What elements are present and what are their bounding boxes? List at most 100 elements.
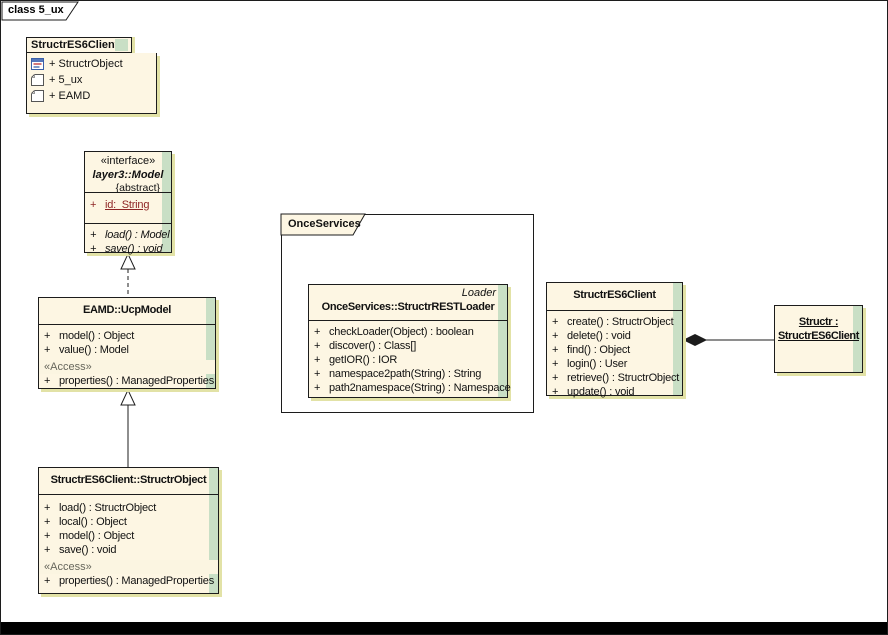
- operation-signature: model() : Object: [59, 330, 135, 342]
- visibility: +: [44, 344, 51, 356]
- operation-signature: find() : Object: [567, 344, 631, 356]
- package-structres6client-tab[interactable]: StructrES6Client: [26, 37, 132, 53]
- operation-signature: retrieve() : StructrObject: [567, 372, 680, 384]
- operation-signature: value() : Model: [59, 344, 129, 356]
- operation-signature: checkLoader(Object) : boolean: [329, 326, 474, 338]
- operation-row: + discover() : Class[]: [309, 339, 507, 353]
- operation-signature: namespace2path(String) : String: [329, 368, 482, 380]
- operation-row: + load() : Model: [85, 228, 171, 242]
- operation-row: + local() : Object: [39, 515, 218, 529]
- operation-signature: getIOR() : IOR: [329, 354, 398, 366]
- operation-signature: discover() : Class[]: [329, 340, 417, 352]
- instance-name-line2: StructrES6Client: [777, 330, 859, 342]
- operation-signature: properties() : ManagedProperties: [59, 375, 215, 387]
- visibility: +: [314, 326, 321, 338]
- box-accent-strip: [498, 285, 507, 397]
- operation-signature: properties() : ManagedProperties: [59, 575, 215, 587]
- visibility: +: [552, 372, 559, 384]
- loader-stereotype: Loader: [461, 287, 496, 299]
- package-item-label: + StructrObject: [49, 58, 123, 70]
- operation-row: + retrieve() : StructrObject: [547, 371, 682, 385]
- instance-name-line1: Structr :: [798, 316, 839, 328]
- operation-row: + getIOR() : IOR: [309, 353, 507, 367]
- package-color-swatch: [115, 39, 128, 51]
- visibility: +: [44, 544, 51, 556]
- package-structres6client-body[interactable]: + StructrObject + 5_ux + EAMD: [26, 53, 157, 114]
- class-name: StructrES6Client::StructrObject: [50, 474, 207, 486]
- generalization-arrowhead: [120, 388, 136, 406]
- visibility: +: [314, 368, 321, 380]
- visibility: +: [552, 316, 559, 328]
- visibility: +: [44, 375, 51, 387]
- visibility: +: [314, 354, 321, 366]
- visibility: +: [44, 530, 51, 542]
- package-item-eamd[interactable]: + EAMD: [27, 88, 156, 104]
- class-name: EAMD::UcpModel: [82, 304, 172, 316]
- composition-diamond: [682, 333, 708, 347]
- visibility: +: [314, 382, 321, 394]
- class-name: StructrES6Client: [573, 289, 656, 301]
- operation-row: + save() : void: [39, 543, 218, 557]
- visibility: +: [552, 358, 559, 370]
- class-name: OnceServices::StructrRESTLoader: [321, 301, 495, 313]
- operation-row: + login() : User: [547, 357, 682, 371]
- bottom-frame-bar: [1, 622, 887, 634]
- package-onceservices-title: OnceServices: [288, 218, 361, 230]
- attribute-row: + id: String: [85, 198, 171, 212]
- operation-row: + load() : StructrObject: [39, 501, 218, 515]
- operation-signature: update() : void: [567, 386, 635, 398]
- operation-row: + properties() : ManagedProperties: [39, 574, 218, 588]
- class-box-ucpmodel[interactable]: EAMD::UcpModel + model() : Object + valu…: [38, 297, 216, 389]
- operation-signature: login() : User: [567, 358, 628, 370]
- operation-row: + create() : StructrObject: [547, 315, 682, 329]
- frame-label: class 5_ux: [8, 4, 64, 16]
- operation-signature: save() : void: [105, 243, 163, 255]
- operation-signature: delete() : void: [567, 330, 631, 342]
- visibility: +: [552, 386, 559, 398]
- visibility: +: [44, 575, 51, 587]
- package-item-label: + 5_ux: [49, 74, 83, 86]
- document-icon: [31, 74, 44, 86]
- visibility: +: [314, 340, 321, 352]
- interface-box-layer3-model[interactable]: «interface» layer3::Model {abstract} + i…: [84, 151, 172, 256]
- interface-stereotype: «interface»: [100, 155, 156, 167]
- interface-name: layer3::Model: [92, 169, 164, 181]
- operation-row: + model() : Object: [39, 329, 215, 343]
- operation-signature: local() : Object: [59, 516, 127, 528]
- package-onceservices[interactable]: [281, 214, 534, 413]
- object-box-structr-instance[interactable]: Structr : StructrES6Client: [774, 305, 863, 373]
- visibility: +: [44, 516, 51, 528]
- package-item-5ux[interactable]: + 5_ux: [27, 72, 156, 88]
- class-diagram-icon: [31, 58, 44, 70]
- box-accent-strip: [209, 468, 218, 593]
- abstract-modifier: {abstract}: [115, 182, 160, 194]
- operation-row: + find() : Object: [547, 343, 682, 357]
- operation-signature: load() : Model: [105, 229, 170, 241]
- package-item-label: + EAMD: [49, 90, 91, 102]
- document-icon: [31, 90, 44, 102]
- operation-row: + save() : void: [85, 242, 171, 256]
- operation-signature: save() : void: [59, 544, 117, 556]
- box-accent-strip: [853, 306, 862, 372]
- class-box-structres6client[interactable]: StructrES6Client + create() : StructrObj…: [546, 282, 683, 399]
- package-title: StructrES6Client: [31, 39, 119, 51]
- operation-row: + model() : Object: [39, 529, 218, 543]
- package-item-structrobject[interactable]: + StructrObject: [27, 56, 156, 72]
- visibility: +: [552, 330, 559, 342]
- visibility: +: [44, 502, 51, 514]
- operation-row: + properties() : ManagedProperties: [39, 374, 215, 388]
- operation-row: + namespace2path(String) : String: [309, 367, 507, 381]
- visibility: +: [552, 344, 559, 356]
- box-accent-strip: [162, 152, 171, 252]
- operation-signature: path2namespace(String) : Namespace: [329, 382, 511, 394]
- operation-row: + update() : void: [547, 385, 682, 399]
- access-stereotype: «Access»: [39, 560, 218, 574]
- operation-signature: model() : Object: [59, 530, 135, 542]
- attribute-signature: id: String: [105, 199, 150, 211]
- class-box-structrobject[interactable]: StructrES6Client::StructrObject + load()…: [38, 467, 219, 594]
- visibility: +: [90, 229, 97, 241]
- class-box-structrrestloader[interactable]: Loader OnceServices::StructrRESTLoader +…: [308, 284, 511, 398]
- box-accent-strip: [206, 298, 215, 388]
- operation-row: + path2namespace(String) : Namespace: [309, 381, 511, 395]
- box-accent-strip: [673, 283, 682, 395]
